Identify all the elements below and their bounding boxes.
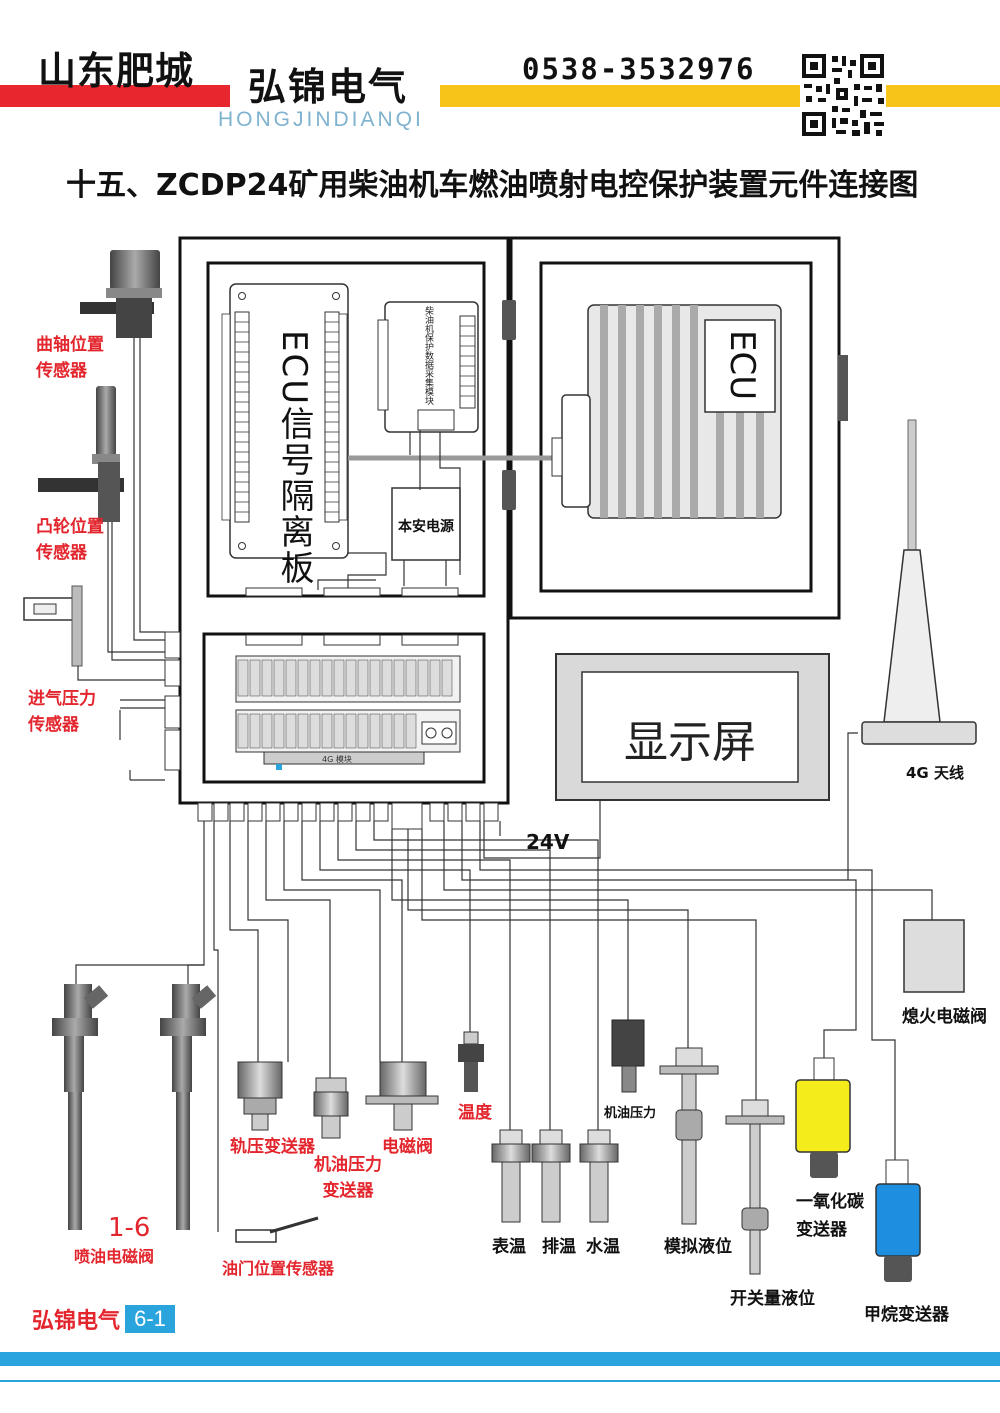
module-4g-label: 4G 模块 (322, 755, 352, 764)
exhaust-temp-label: 排温 (542, 1237, 576, 1257)
power-supply-box (391, 487, 461, 561)
isolation-board-label: ECU信号隔离板 (274, 330, 314, 587)
co-tx-label: 一氧化碳变送器 (796, 1192, 864, 1240)
footer-brand: 弘锦电气 (32, 1309, 121, 1334)
water-temp-label: 水温 (586, 1237, 620, 1257)
crank-sensor-label: 曲轴位置传感器 (36, 335, 104, 381)
footer-blue-bar (0, 1352, 1000, 1366)
ecu-label: ECU (722, 330, 762, 401)
methane-tx-label: 甲烷变送器 (864, 1305, 949, 1325)
footer-blue-line (0, 1380, 1000, 1382)
power-supply-label: 本安电源 (398, 519, 454, 535)
injector-label: 喷油电磁阀 (74, 1247, 155, 1266)
supply-voltage-label: 24V (526, 830, 570, 854)
collector-module-label: 柴油机保护数据采集模块 (423, 306, 433, 405)
brand-name: 弘锦电气 (248, 65, 409, 109)
throttle-label: 油门位置传感器 (222, 1259, 335, 1278)
injector-count: 1-6 (108, 1213, 151, 1243)
oil-pressure-label: 机油压力 (604, 1106, 657, 1121)
oil-pressure-tx-label: 机油压力变送器 (314, 1155, 382, 1201)
temperature-label: 温度 (458, 1103, 492, 1123)
shutdown-valve-label: 熄火电磁阀 (902, 1007, 987, 1027)
phone-number: 0538-3532976 (522, 52, 756, 86)
display-label: 显示屏 (624, 717, 756, 768)
page-title: 十五、ZCDP24矿用柴油机车燃油喷射电控保护装置元件连接图 (66, 168, 919, 203)
analog-level-label: 模拟液位 (664, 1237, 732, 1257)
qr-code-icon (800, 52, 886, 138)
brand-pinyin: HONGJINDIANQI (218, 108, 424, 131)
antenna-label: 4G 天线 (906, 764, 964, 782)
switch-level-label: 开关量液位 (730, 1289, 815, 1309)
solenoid-label: 电磁阀 (382, 1137, 433, 1157)
page-number-badge: 6-1 (125, 1305, 175, 1333)
brand-location: 山东肥城 (38, 49, 195, 93)
header-red-bar (0, 85, 230, 107)
intake-sensor-label: 进气压力传感器 (28, 689, 96, 735)
surface-temp-label: 表温 (492, 1237, 526, 1257)
cam-sensor-label: 凸轮位置传感器 (36, 517, 104, 563)
rail-pressure-label: 轨压变送器 (230, 1137, 315, 1157)
